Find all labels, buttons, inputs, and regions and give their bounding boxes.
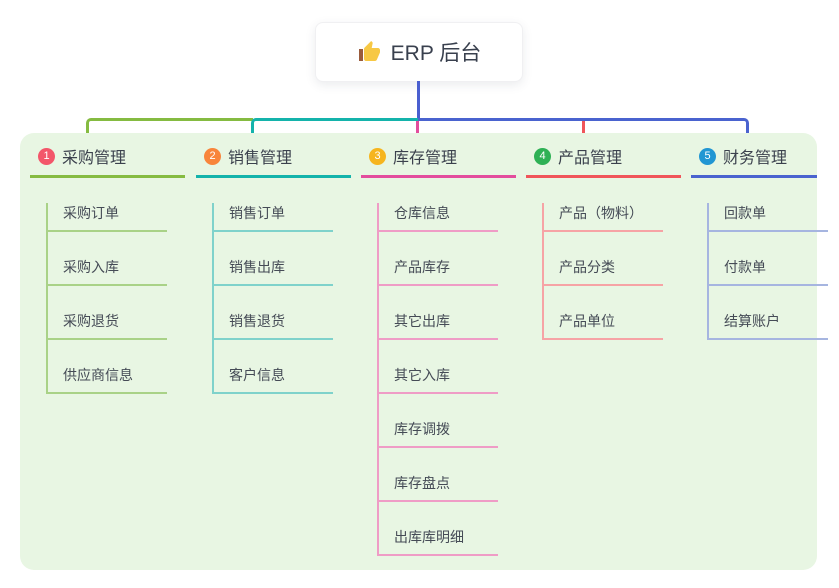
branch-label: 采购管理 <box>62 150 127 167</box>
branch-label: 财务管理 <box>723 150 788 167</box>
branch-children: 采购订单采购入库采购退货供应商信息 <box>46 203 185 394</box>
child-node[interactable]: 销售退货 <box>214 311 333 340</box>
child-node[interactable]: 其它出库 <box>379 311 498 340</box>
branch-label: 销售管理 <box>228 150 293 167</box>
branch-column-3: 3 库存管理 仓库信息产品库存其它出库其它入库库存调拨库存盘点出库库明细 <box>361 145 516 556</box>
branch-node[interactable]: 2 销售管理 <box>196 145 351 178</box>
child-node[interactable]: 付款单 <box>709 257 828 286</box>
root-node[interactable]: ERP 后台 <box>315 22 523 82</box>
child-node[interactable]: 产品分类 <box>544 257 663 286</box>
child-node[interactable]: 库存调拨 <box>379 419 498 448</box>
connector-root-drop <box>417 81 420 119</box>
child-node[interactable]: 仓库信息 <box>379 203 498 232</box>
child-node[interactable]: 客户信息 <box>214 365 333 394</box>
branch-children: 产品（物料） 产品分类产品单位 <box>542 203 681 340</box>
branch-column-4: 4 产品管理 产品（物料） 产品分类产品单位 <box>526 145 681 340</box>
branch-node[interactable]: 4 产品管理 <box>526 145 681 178</box>
branch-column-2: 2 销售管理 销售订单销售出库销售退货客户信息 <box>196 145 351 394</box>
branch-badge: 5 <box>699 147 716 165</box>
thumbs-up-icon <box>357 40 381 64</box>
branches-panel <box>20 133 817 570</box>
child-node[interactable]: 产品（物料） <box>544 203 663 232</box>
branch-node[interactable]: 5 财务管理 <box>691 145 817 178</box>
child-node[interactable]: 销售出库 <box>214 257 333 286</box>
root-title: ERP 后台 <box>390 42 482 65</box>
child-node[interactable]: 库存盘点 <box>379 473 498 502</box>
branch-column-1: 1 采购管理 采购订单采购入库采购退货供应商信息 <box>30 145 185 394</box>
child-node[interactable]: 供应商信息 <box>48 365 167 394</box>
child-node[interactable]: 产品单位 <box>544 311 663 340</box>
branch-children: 回款单付款单结算账户 <box>707 203 828 340</box>
branch-label: 产品管理 <box>558 150 623 167</box>
branch-label: 库存管理 <box>393 150 458 167</box>
branch-children: 销售订单销售出库销售退货客户信息 <box>212 203 351 394</box>
branch-badge: 4 <box>534 147 551 165</box>
branch-children: 仓库信息产品库存其它出库其它入库库存调拨库存盘点出库库明细 <box>377 203 516 556</box>
child-node[interactable]: 结算账户 <box>709 311 828 340</box>
child-node[interactable]: 采购退货 <box>48 311 167 340</box>
connector-branch-5 <box>418 118 749 147</box>
connector-branch-2 <box>251 118 418 147</box>
branch-node[interactable]: 3 库存管理 <box>361 145 516 178</box>
branch-badge: 1 <box>38 147 55 165</box>
connector-branch-1 <box>86 118 253 147</box>
branch-node[interactable]: 1 采购管理 <box>30 145 185 178</box>
child-node[interactable]: 采购入库 <box>48 257 167 286</box>
child-node[interactable]: 其它入库 <box>379 365 498 394</box>
child-node[interactable]: 采购订单 <box>48 203 167 232</box>
branch-badge: 3 <box>369 147 386 165</box>
branch-column-5: 5 财务管理 回款单付款单结算账户 <box>691 145 828 340</box>
branch-badge: 2 <box>204 147 221 165</box>
child-node[interactable]: 销售订单 <box>214 203 333 232</box>
child-node[interactable]: 回款单 <box>709 203 828 232</box>
child-node[interactable]: 产品库存 <box>379 257 498 286</box>
child-node[interactable]: 出库库明细 <box>379 527 498 556</box>
